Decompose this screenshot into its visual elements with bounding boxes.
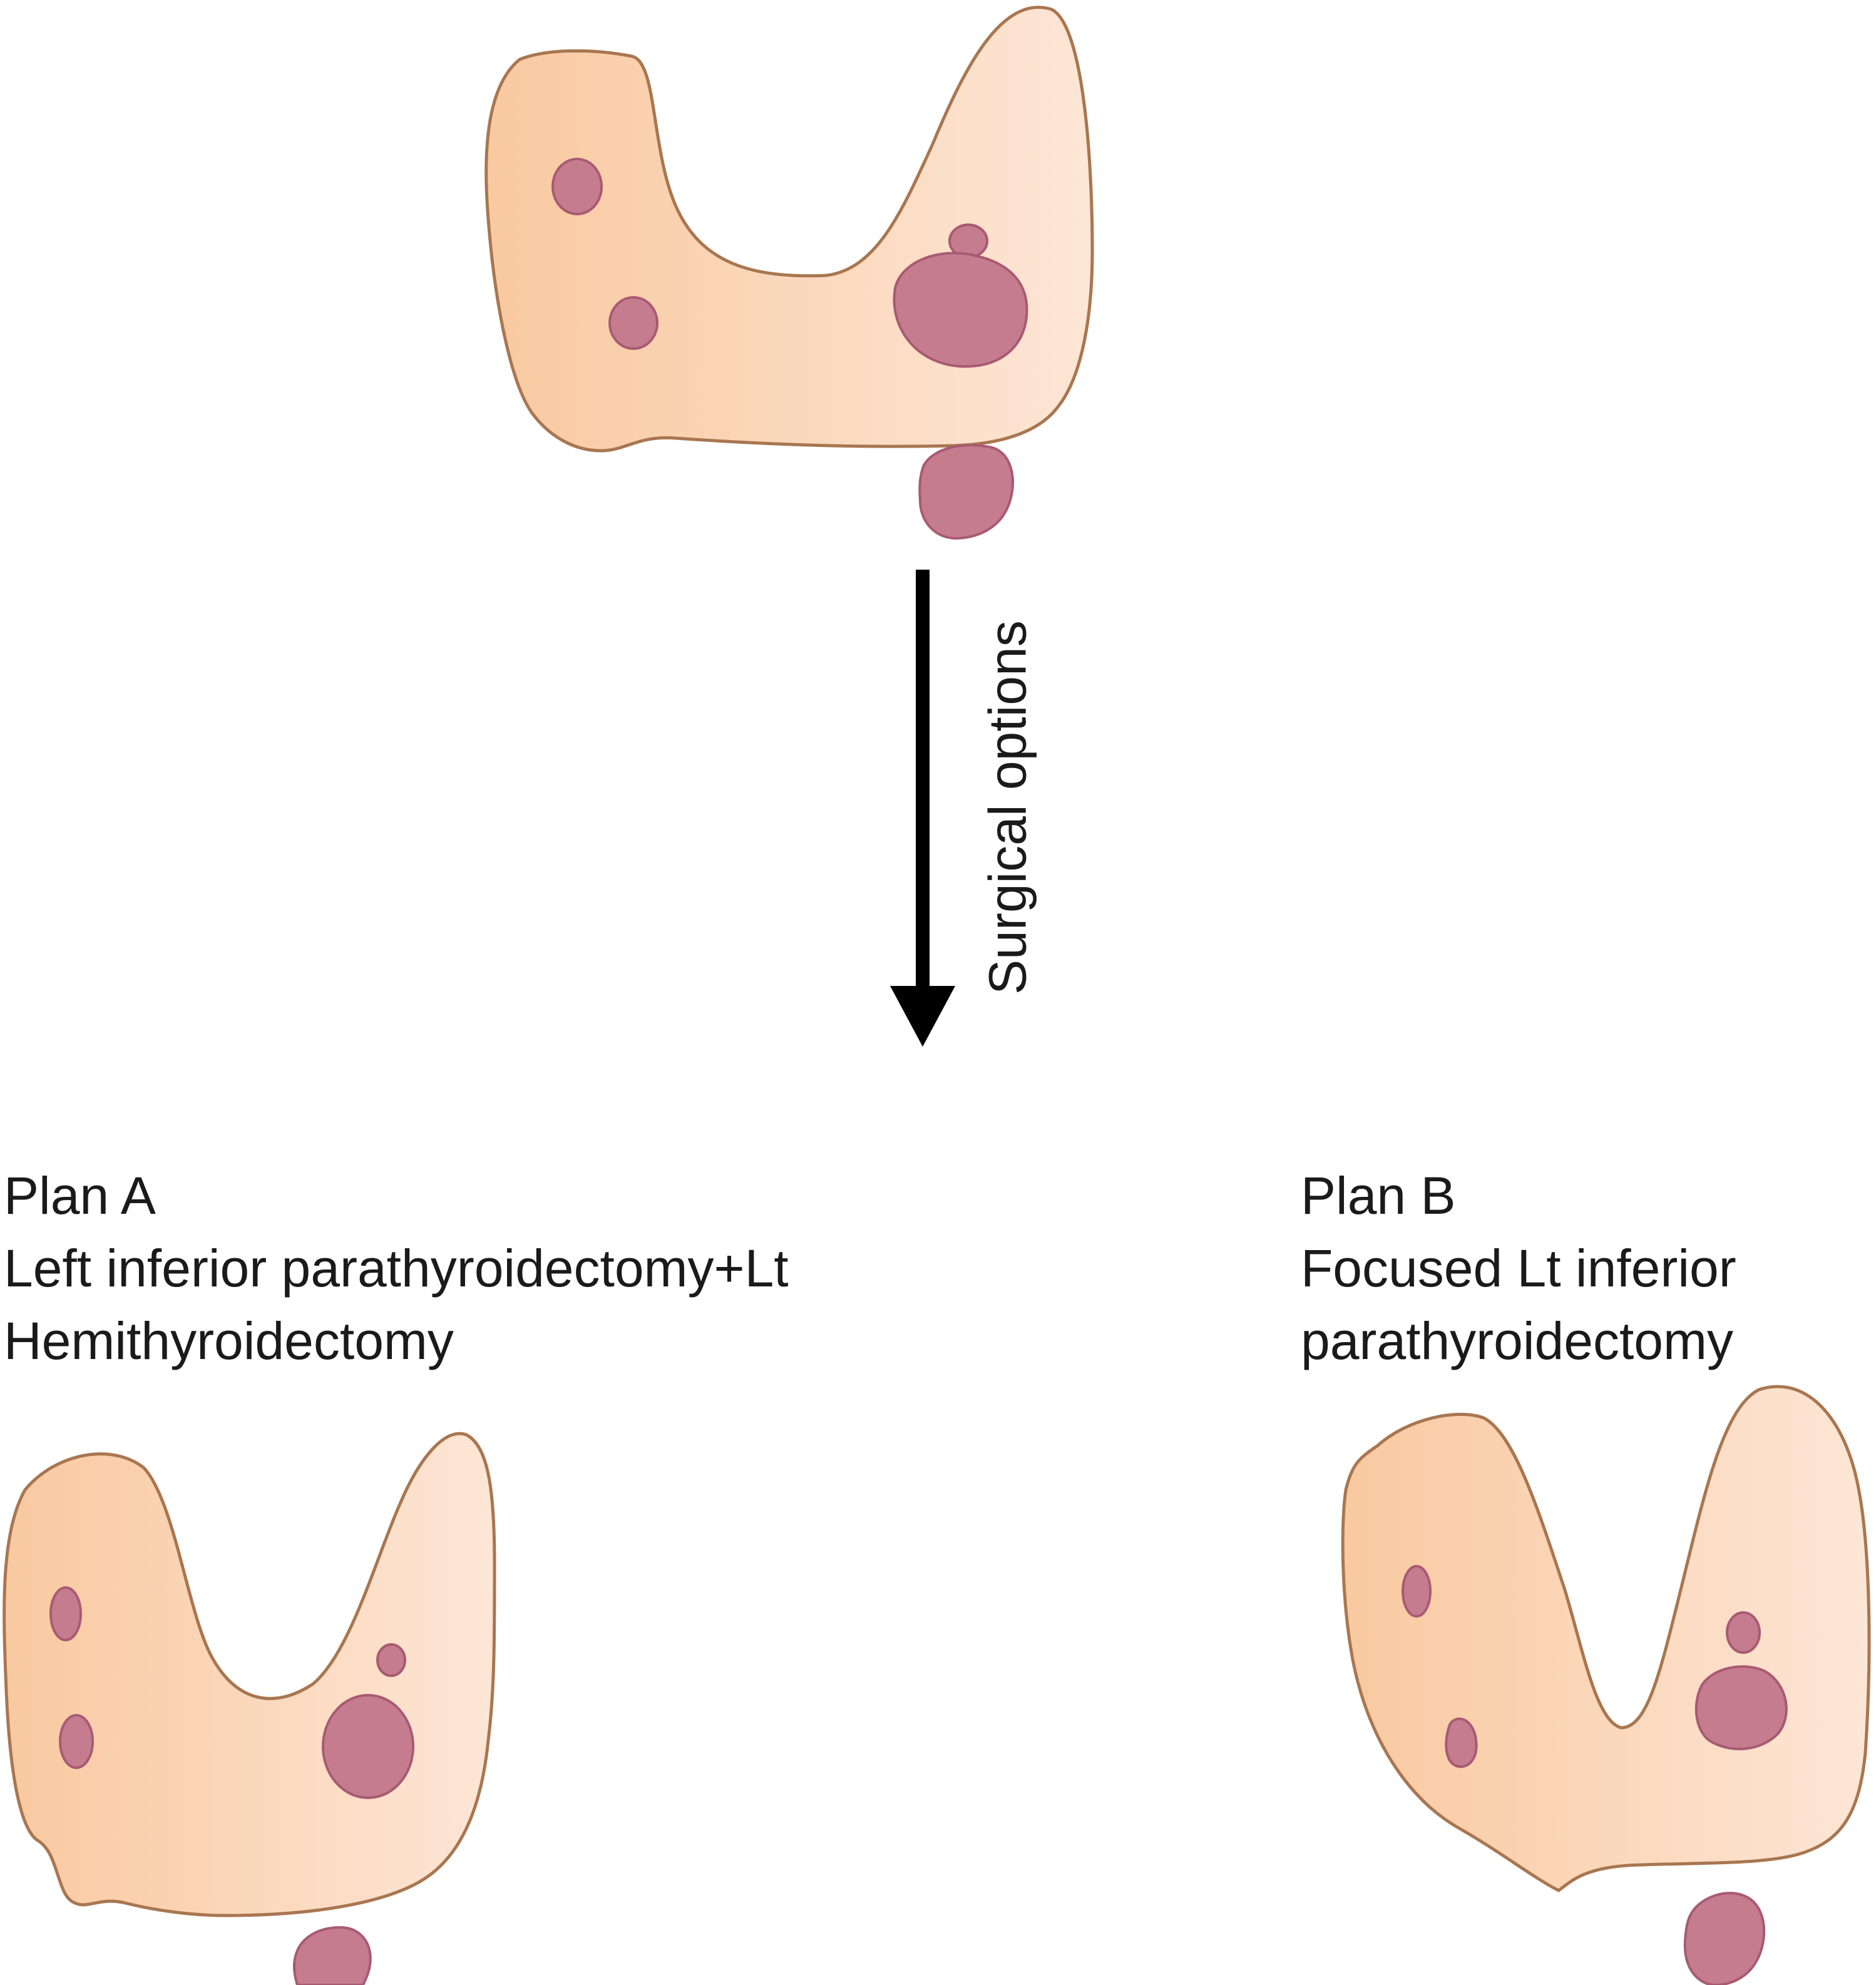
nodule-upper-left: [1402, 1565, 1432, 1618]
plan-a-title: Plan A: [4, 1166, 156, 1225]
plan-b-line-1: Focused Lt inferior: [1301, 1239, 1736, 1298]
arrow-label: Surgical options: [978, 620, 1037, 995]
nodule-small-right: [376, 1643, 406, 1677]
nodule-upper-left: [49, 1586, 82, 1641]
down-arrow-icon: [890, 570, 955, 1047]
parathyroid-adenoma: [1683, 1892, 1766, 1985]
thyroid-gland: [484, 6, 1094, 453]
preoperative-thyroid: [484, 6, 1094, 540]
thyroid-gland: [3, 1432, 496, 1917]
nodule-upper-left: [551, 158, 603, 215]
nodule-large-right: [322, 1694, 414, 1799]
plan-a-line-2: Hemithyroidectomy: [4, 1311, 454, 1370]
plan-b-title: Plan B: [1301, 1166, 1456, 1225]
thyroid-gland: [1341, 1385, 1871, 1892]
plan-a-caption: Plan A Left inferior parathyroidectomy+L…: [4, 1159, 789, 1377]
nodule-lower-left: [608, 296, 659, 350]
arrow-head: [890, 986, 955, 1047]
nodule-lower-left: [1445, 1717, 1478, 1768]
nodule-large-right: [1694, 1665, 1788, 1750]
plan-a-thyroid: [3, 1432, 496, 1985]
nodule-lower-left: [59, 1714, 94, 1769]
nodule-large-right: [893, 252, 1028, 368]
plan-b-caption: Plan B Focused Lt inferior parathyroidec…: [1301, 1159, 1736, 1377]
plan-b-line-2: parathyroidectomy: [1301, 1311, 1733, 1370]
nodule-small-right: [1726, 1611, 1761, 1654]
parathyroid-adenoma: [292, 1926, 372, 1985]
plan-a-line-1: Left inferior parathyroidectomy+Lt: [4, 1239, 789, 1298]
parathyroid-adenoma: [918, 444, 1014, 540]
plan-b-thyroid: [1341, 1385, 1871, 1985]
